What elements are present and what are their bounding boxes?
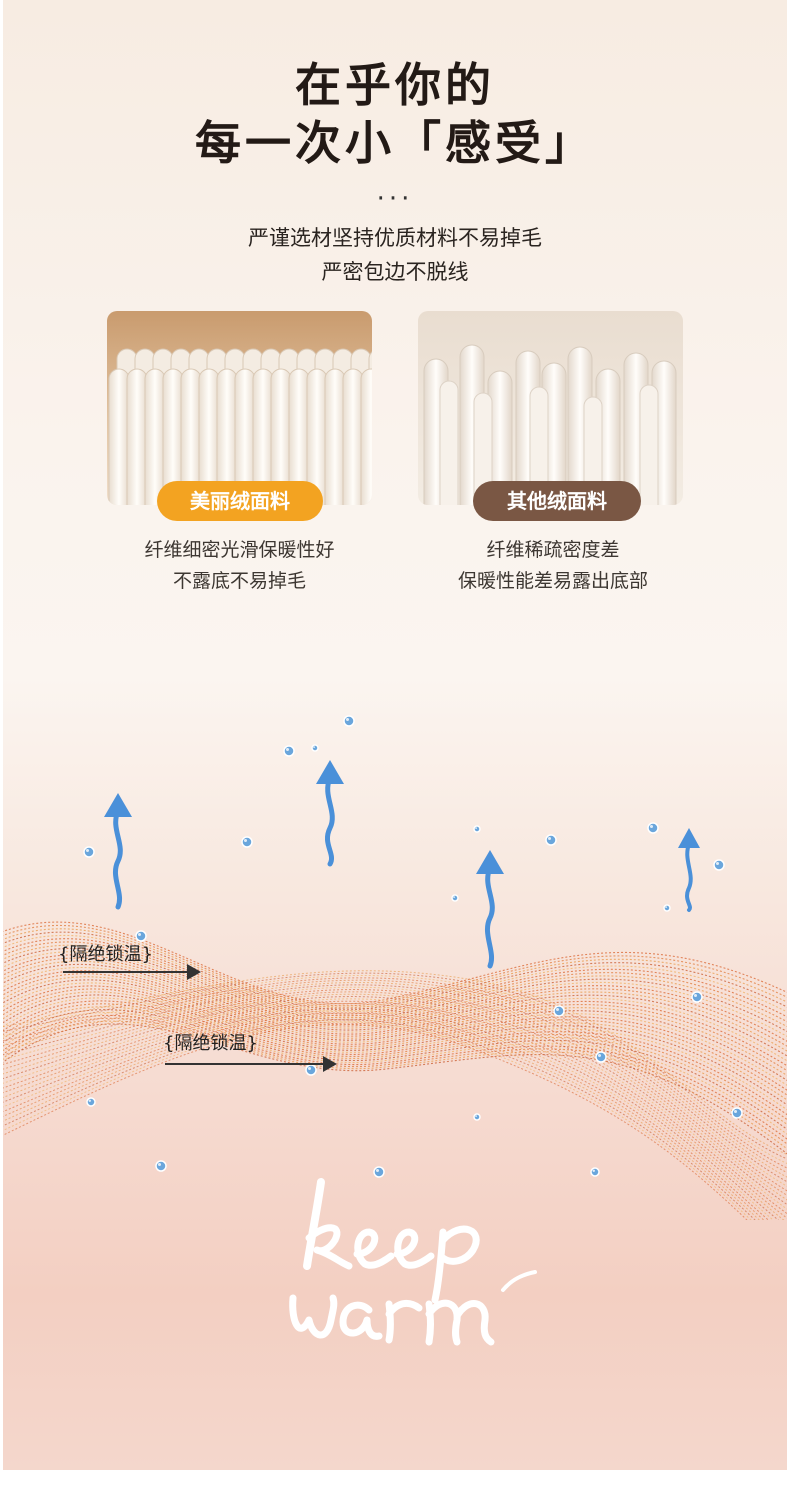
other-fabric-desc-2: 保暖性能差易露出底部 — [457, 570, 648, 592]
other-fabric-desc-1: 纤维稀疏密度差 — [486, 539, 620, 561]
sparse-fiber-image — [418, 311, 683, 505]
headline-line-2: 每一次小「感受」 — [195, 116, 595, 170]
dense-fiber-image — [107, 311, 372, 505]
heat-arrow-icon — [316, 760, 344, 867]
subtitle-line-2: 严密包边不脱线 — [321, 260, 469, 284]
insulation-label-1: {隔绝锁温} — [58, 944, 153, 965]
headline-line-1: 在乎你的 — [295, 58, 495, 112]
heat-arrow-icon — [678, 828, 700, 912]
moisture-bubbles — [83, 715, 743, 1178]
lock-arrow-icon — [63, 964, 201, 980]
insulation-label-2: {隔绝锁温} — [163, 1033, 258, 1054]
product-detail-page: 在乎你的 每一次小「感受」 ··· 严谨选材坚持优质材料不易掉毛 严密包边不脱线 — [3, 0, 787, 1470]
heat-arrow-icon — [476, 850, 504, 969]
lock-arrow-icon — [165, 1056, 337, 1072]
our-fabric-desc-2: 不露底不易掉毛 — [172, 570, 306, 592]
subtitle-line-1: 严谨选材坚持优质材料不易掉毛 — [248, 226, 542, 250]
our-fabric-desc-1: 纤维细密光滑保暖性好 — [144, 539, 335, 561]
ellipsis-divider: ··· — [376, 184, 414, 214]
warmth-wave-illustration — [3, 715, 787, 1220]
keep-warm-lettering — [289, 1178, 537, 1346]
our-fabric-badge: 美丽绒面料 — [157, 481, 323, 521]
other-fabric-badge: 其他绒面料 — [473, 481, 641, 521]
heat-arrow-icon — [104, 793, 132, 910]
